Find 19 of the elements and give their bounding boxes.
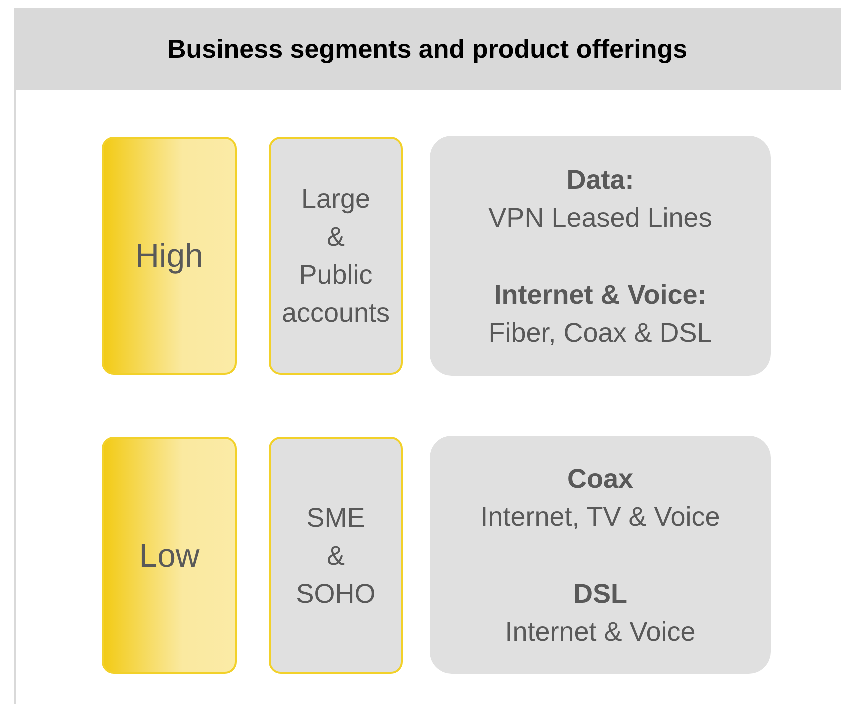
product-heading: Coax xyxy=(567,462,634,496)
segment-box xyxy=(269,137,403,375)
product-list: Internet & Voice xyxy=(505,612,696,650)
product-box xyxy=(430,436,771,674)
level-box xyxy=(102,437,237,674)
product-list: Fiber, Coax & DSL xyxy=(488,314,712,352)
product-heading: Data: xyxy=(566,164,634,196)
product-box xyxy=(430,136,771,376)
product-list: VPN Leased Lines xyxy=(488,198,712,236)
product-list: Internet, TV & Voice xyxy=(480,498,720,536)
level-box xyxy=(102,137,237,375)
level-label: High xyxy=(136,237,204,275)
segment-label: Large & Public accounts xyxy=(280,183,392,330)
segment-box xyxy=(269,437,403,674)
title: Business segments and product offerings xyxy=(167,34,688,64)
product-heading: DSL xyxy=(574,578,628,610)
product-heading: Internet & Voice: xyxy=(494,278,707,312)
level-label: Low xyxy=(139,536,200,574)
segment-label: SME & SOHO xyxy=(295,502,377,610)
